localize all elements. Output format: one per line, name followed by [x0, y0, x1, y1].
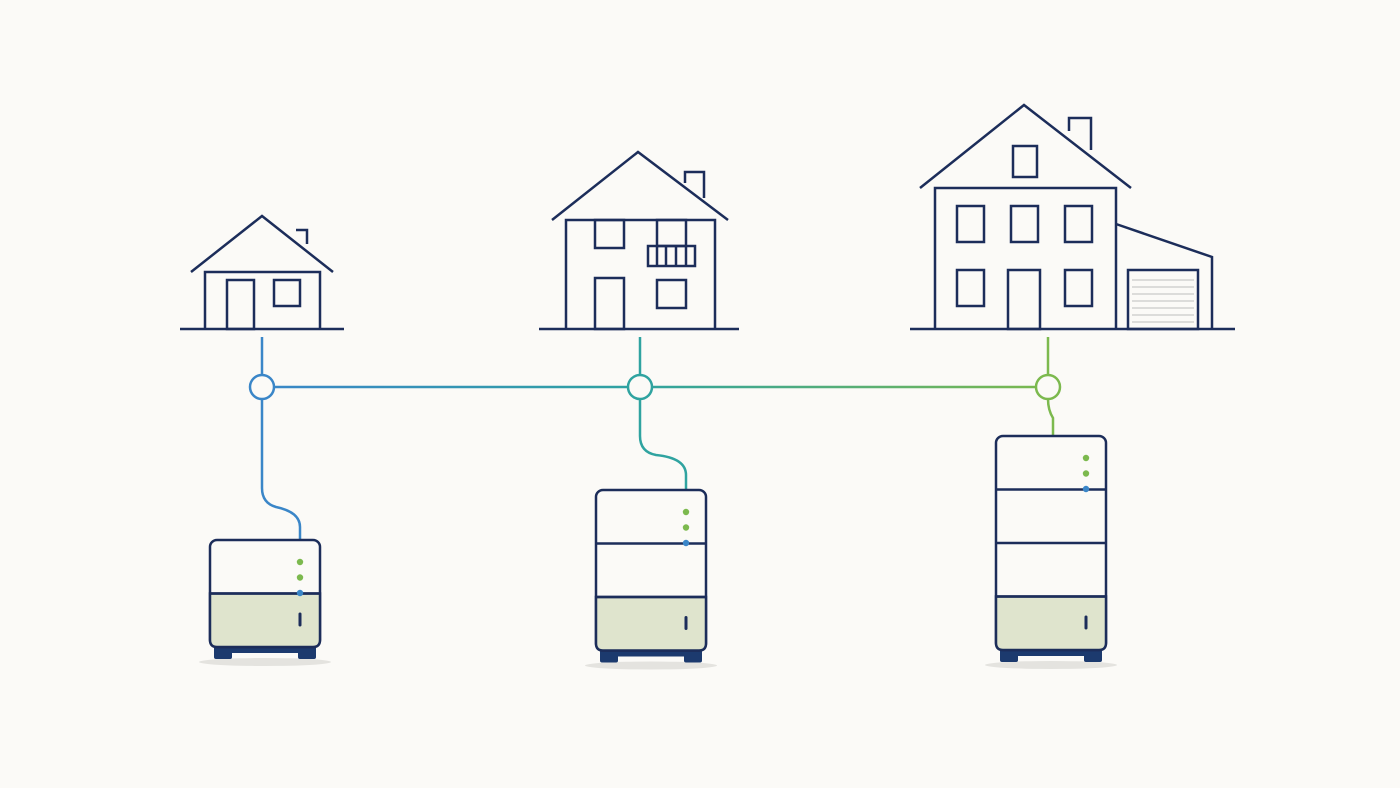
- connection-lines: [260, 337, 1055, 540]
- battery-handle: [1084, 615, 1088, 630]
- chimney: [296, 228, 309, 244]
- connection-node-icon: [248, 373, 276, 401]
- small-house-icon: [180, 214, 344, 331]
- door: [593, 276, 626, 331]
- window-attic: [1011, 144, 1039, 179]
- house-walls: [933, 186, 1118, 329]
- status-light: [682, 524, 690, 531]
- battery-cable-2: [638, 399, 688, 490]
- chimney: [683, 170, 706, 198]
- battery-unit-icon: [585, 488, 717, 670]
- house-walls: [203, 270, 322, 329]
- window: [1009, 204, 1040, 244]
- window: [1063, 268, 1094, 308]
- house-walls: [564, 218, 717, 329]
- chimney: [1067, 116, 1093, 150]
- connection-node-icon: [1034, 373, 1062, 401]
- battery-base-module: [594, 595, 708, 652]
- status-light: [296, 574, 304, 581]
- battery-unit-icon: [985, 434, 1117, 669]
- window-upper-right: [655, 218, 688, 248]
- battery-unit-icon: [199, 538, 331, 666]
- battery-handle: [684, 616, 688, 630]
- door: [1006, 268, 1042, 331]
- status-light: [296, 589, 304, 597]
- battery-handle: [298, 612, 302, 627]
- house-roof: [919, 103, 1132, 189]
- battery-cable-3: [1046, 398, 1055, 436]
- battery-base-module: [994, 595, 1108, 652]
- house-roof: [190, 214, 334, 273]
- battery-base-bar: [1000, 648, 1102, 656]
- connection-node-icon: [626, 373, 654, 401]
- status-light: [682, 508, 690, 516]
- window: [1063, 204, 1094, 244]
- battery-shadow: [585, 661, 717, 670]
- garage-door-slats: [1132, 279, 1194, 323]
- window-lower-right: [655, 278, 688, 310]
- battery-shadow: [199, 658, 331, 666]
- window: [955, 204, 986, 244]
- battery-base-module: [208, 592, 322, 649]
- battery-base-bar: [600, 648, 702, 657]
- battery-shadow: [985, 661, 1117, 669]
- status-light: [1082, 470, 1090, 477]
- garage-outline: [1115, 222, 1214, 329]
- status-light: [1082, 485, 1090, 493]
- balcony-railing: [646, 244, 697, 268]
- battery-units: [199, 434, 1117, 670]
- battery-base-bar: [214, 645, 316, 653]
- two-story-house-icon: [539, 150, 739, 331]
- window-upper-left: [593, 218, 626, 250]
- door: [225, 278, 256, 331]
- balcony-rail: [646, 244, 697, 268]
- status-light: [682, 539, 690, 547]
- battery-cable-1: [260, 399, 302, 540]
- window: [272, 278, 302, 308]
- status-light: [1082, 454, 1090, 462]
- large-house-with-garage-icon: [910, 103, 1235, 331]
- garage-door: [1126, 268, 1200, 331]
- status-light: [296, 558, 304, 566]
- house-roof: [551, 150, 729, 221]
- window: [955, 268, 986, 308]
